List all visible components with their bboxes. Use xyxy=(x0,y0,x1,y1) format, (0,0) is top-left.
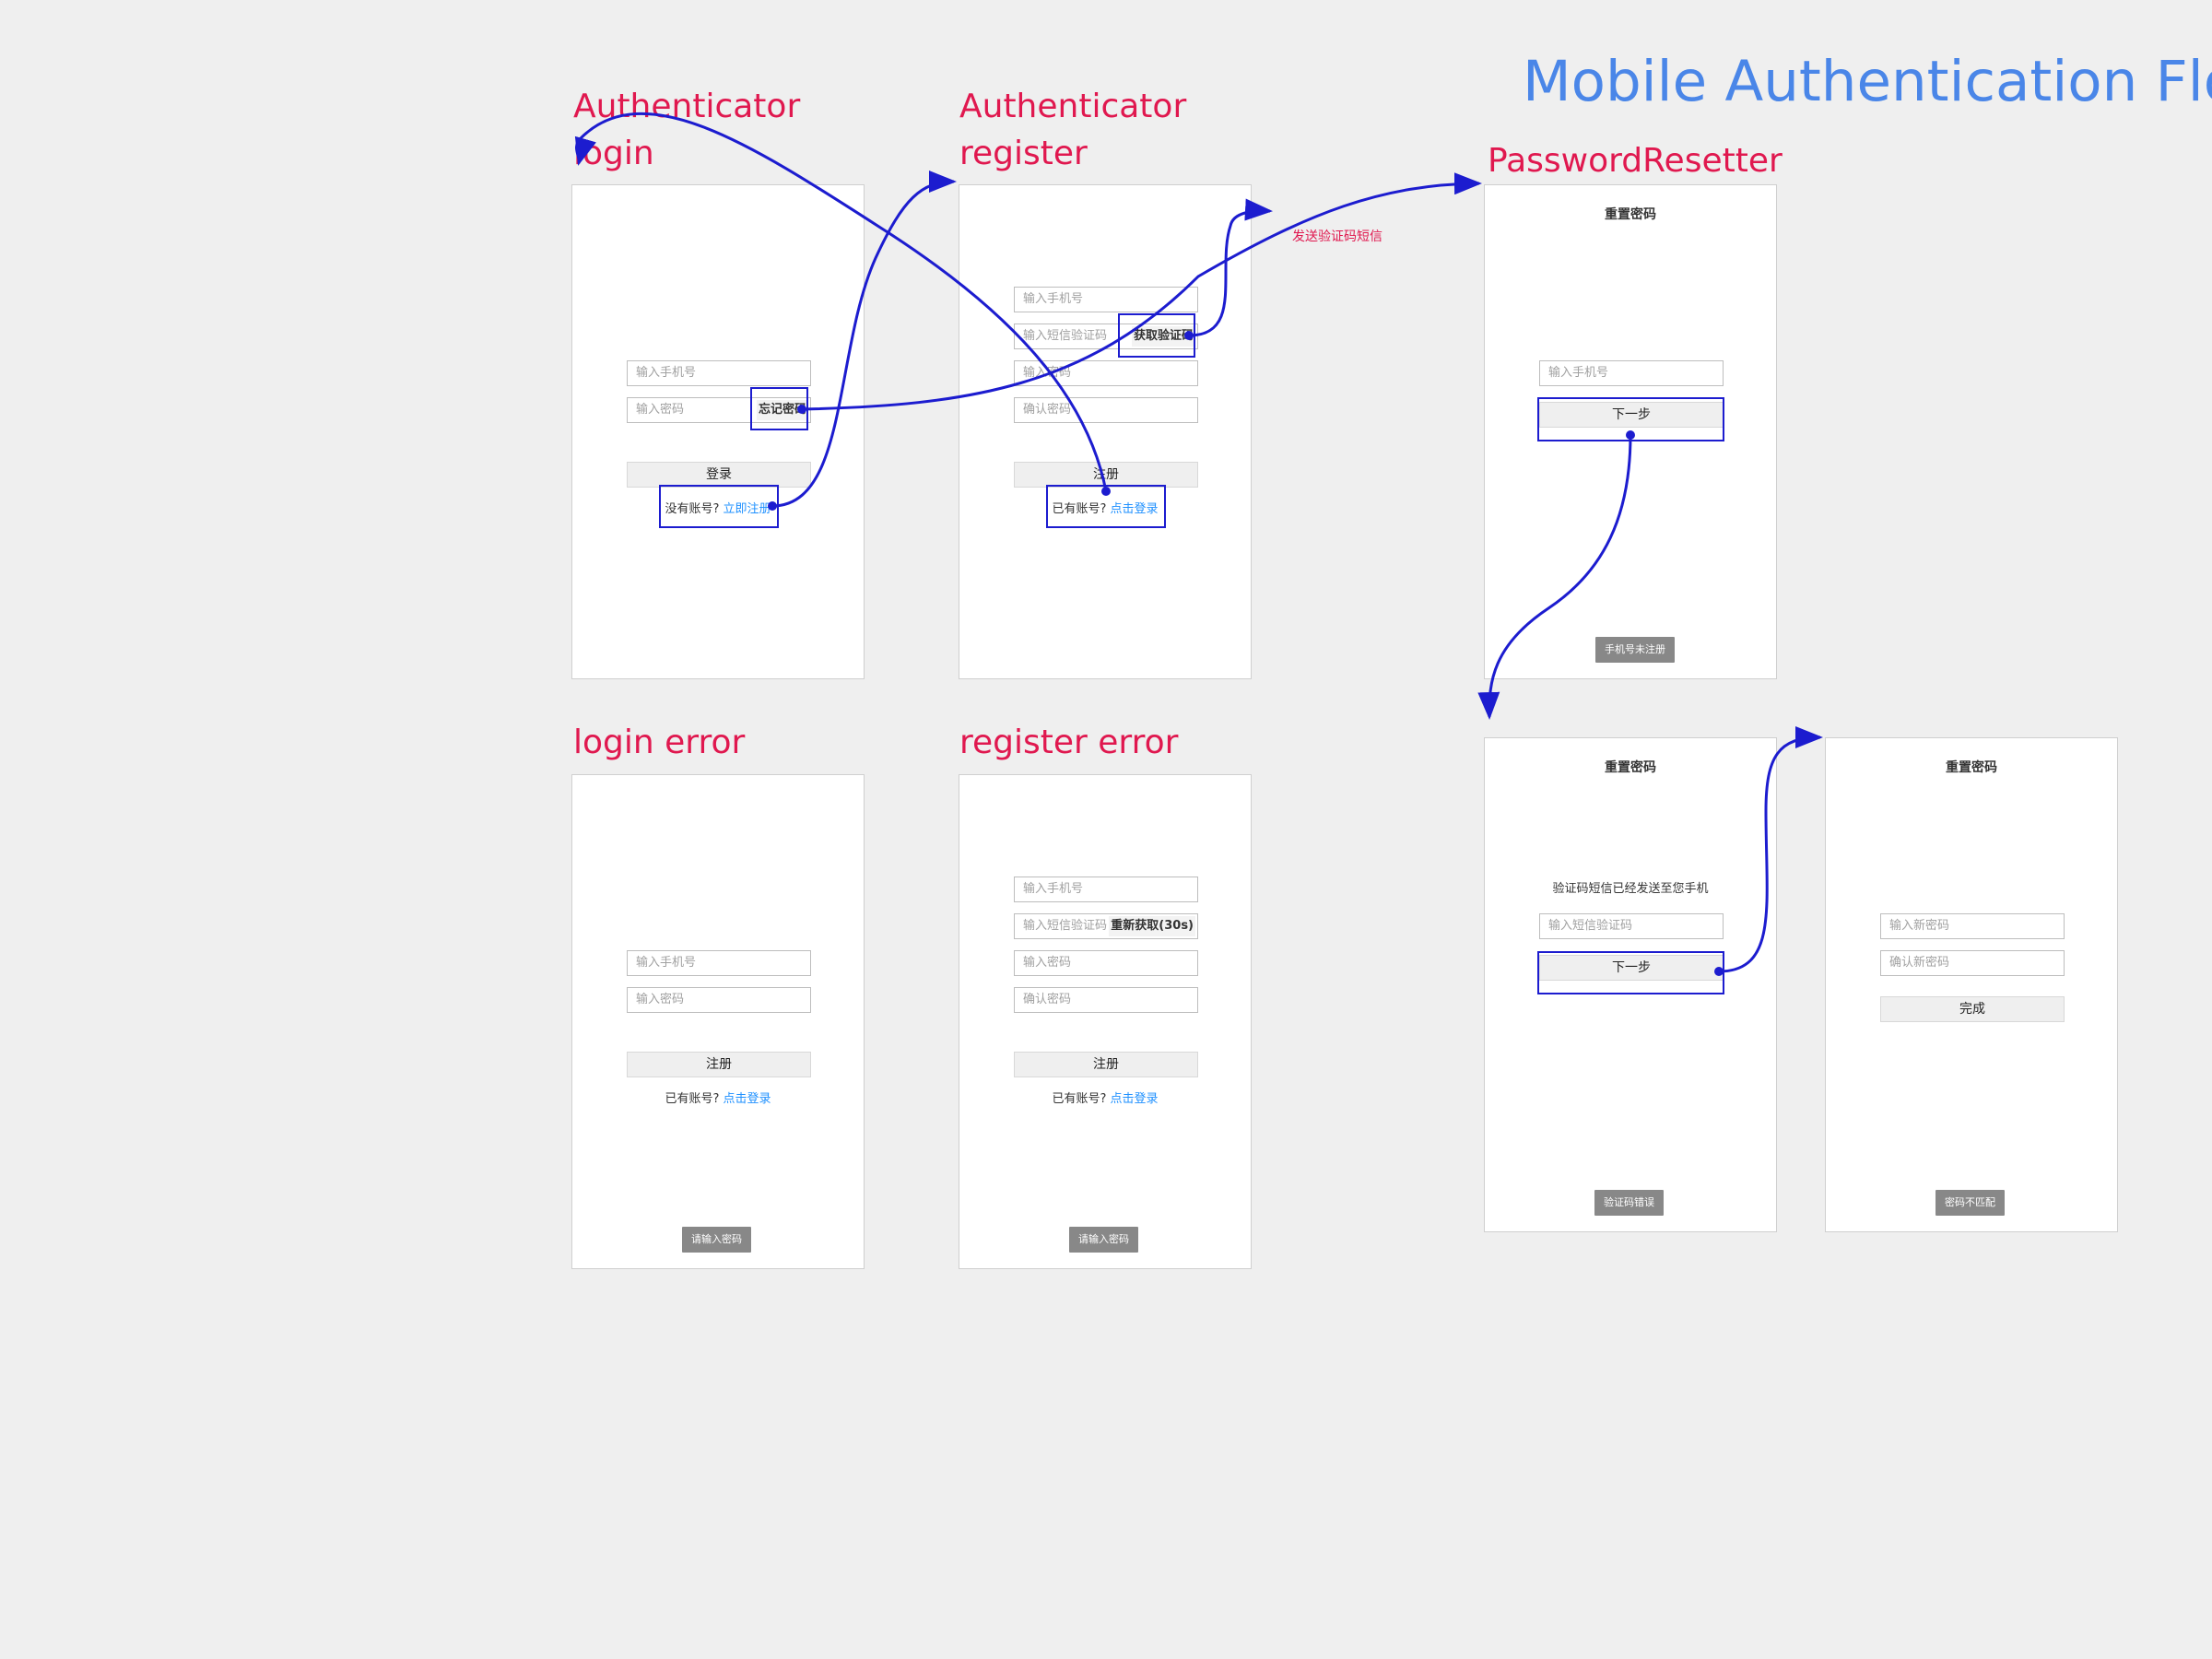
toast-password-mismatch: 密码不匹配 xyxy=(1936,1190,2005,1216)
label-authenticator-register: Authenticator register xyxy=(959,83,1186,177)
highlight-register-now xyxy=(659,485,779,528)
password-placeholder: 输入密码 xyxy=(636,403,685,417)
confirm-password-placeholder: 确认密码 xyxy=(1023,403,1072,417)
toast-code-error: 验证码错误 xyxy=(1594,1190,1664,1216)
highlight-login-link xyxy=(1046,485,1166,528)
have-account-text: 已有账号? xyxy=(665,1092,720,1106)
label-login-error: login error xyxy=(573,724,746,761)
login-prompt: 已有账号? 点击登录 xyxy=(959,1088,1251,1106)
phone-placeholder: 输入手机号 xyxy=(1548,366,1609,380)
label-authenticator-login: Authenticator login xyxy=(573,83,800,177)
confirm-password-placeholder: 确认密码 xyxy=(1023,993,1072,1006)
password-placeholder: 输入密码 xyxy=(1023,366,1072,380)
sms-code-placeholder: 输入短信验证码 xyxy=(1023,329,1108,343)
have-account-text: 已有账号? xyxy=(1052,1092,1107,1106)
register-button[interactable]: 注册 xyxy=(1014,462,1198,488)
confirm-password-input[interactable]: 确认密码 xyxy=(1014,987,1198,1013)
phone-placeholder: 输入手机号 xyxy=(636,956,697,970)
phone-input[interactable]: 输入手机号 xyxy=(1014,287,1198,312)
register-now-link[interactable]: 立即注册 xyxy=(723,502,771,516)
register-button[interactable]: 注册 xyxy=(1014,1052,1198,1077)
screen-header: 重置密码 xyxy=(1605,207,1656,222)
label-password-resetter: PasswordResetter xyxy=(1488,142,1783,180)
phone-input[interactable]: 输入手机号 xyxy=(627,950,811,976)
label-register-error: register error xyxy=(959,724,1179,761)
label-line-2: login xyxy=(573,135,654,172)
label-line-2: register xyxy=(959,135,1088,172)
password-input[interactable]: 输入密码 xyxy=(1014,950,1198,976)
login-link[interactable]: 点击登录 xyxy=(1110,1092,1159,1106)
label-line-1: Authenticator xyxy=(959,88,1187,125)
label-line-1: Authenticator xyxy=(573,88,801,125)
new-password-input[interactable]: 输入新密码 xyxy=(1880,913,2065,939)
password-placeholder: 输入密码 xyxy=(636,993,685,1006)
sms-annotation: 发送验证码短信 xyxy=(1292,229,1382,244)
phone-placeholder: 输入手机号 xyxy=(1023,882,1084,896)
toast-unregistered: 手机号未注册 xyxy=(1595,637,1675,663)
done-button[interactable]: 完成 xyxy=(1880,996,2065,1022)
sms-code-input[interactable]: 输入短信验证码 xyxy=(1539,913,1724,939)
submit-button[interactable]: 注册 xyxy=(627,1052,811,1077)
phone-input[interactable]: 输入手机号 xyxy=(1539,360,1724,386)
confirm-new-password-placeholder: 确认新密码 xyxy=(1889,956,1950,970)
confirm-password-input[interactable]: 确认密码 xyxy=(1014,397,1198,423)
screen-header: 重置密码 xyxy=(1605,760,1656,775)
register-prompt: 没有账号? 立即注册 xyxy=(572,499,864,516)
next-button[interactable]: 下一步 xyxy=(1539,955,1724,981)
highlight-get-code xyxy=(1118,313,1195,358)
highlight-reset-next-2 xyxy=(1537,951,1724,994)
phone-placeholder: 输入手机号 xyxy=(636,366,697,380)
have-account-text: 已有账号? xyxy=(1052,502,1107,516)
sms-code-placeholder: 输入短信验证码 xyxy=(1548,919,1633,933)
login-button[interactable]: 登录 xyxy=(627,462,811,488)
highlight-forgot-password xyxy=(750,387,808,430)
phone-placeholder: 输入手机号 xyxy=(1023,292,1084,306)
next-button[interactable]: 下一步 xyxy=(1539,402,1724,428)
sms-code-input[interactable]: 输入短信验证码 重新获取(30s) xyxy=(1014,913,1198,939)
confirm-new-password-input[interactable]: 确认新密码 xyxy=(1880,950,2065,976)
resend-button[interactable]: 重新获取(30s) xyxy=(1109,916,1195,936)
login-error-screen: 输入手机号 输入密码 注册 已有账号? 点击登录 请输入密码 xyxy=(571,774,865,1269)
password-input[interactable]: 输入密码 xyxy=(1014,360,1198,386)
login-screen: 输入手机号 输入密码 忘记密码 登录 没有账号? 立即注册 xyxy=(571,184,865,679)
toast-enter-password: 请输入密码 xyxy=(682,1227,751,1253)
sms-sent-notice: 验证码短信已经发送至您手机 xyxy=(1552,882,1709,896)
toast-enter-password: 请输入密码 xyxy=(1069,1227,1138,1253)
reset-step3-screen: 重置密码 输入新密码 确认新密码 完成 密码不匹配 xyxy=(1825,737,2118,1232)
flow-title: Mobile Authentication Flow xyxy=(1523,49,2212,114)
login-prompt: 已有账号? 点击登录 xyxy=(959,499,1251,516)
screen-header: 重置密码 xyxy=(1946,760,1997,775)
register-error-screen: 输入手机号 输入短信验证码 重新获取(30s) 输入密码 确认密码 注册 已有账… xyxy=(959,774,1252,1269)
sms-code-placeholder: 输入短信验证码 xyxy=(1023,919,1108,933)
login-link[interactable]: 点击登录 xyxy=(1110,502,1159,516)
login-link[interactable]: 点击登录 xyxy=(723,1092,771,1106)
password-input[interactable]: 输入密码 xyxy=(627,987,811,1013)
phone-input[interactable]: 输入手机号 xyxy=(627,360,811,386)
password-placeholder: 输入密码 xyxy=(1023,956,1072,970)
new-password-placeholder: 输入新密码 xyxy=(1889,919,1950,933)
login-prompt: 已有账号? 点击登录 xyxy=(572,1088,864,1106)
register-screen: 输入手机号 输入短信验证码 获取验证码 输入密码 确认密码 注册 已有账号? 点… xyxy=(959,184,1252,679)
no-account-text: 没有账号? xyxy=(665,502,720,516)
phone-input[interactable]: 输入手机号 xyxy=(1014,877,1198,902)
highlight-reset-next-1 xyxy=(1537,397,1724,441)
